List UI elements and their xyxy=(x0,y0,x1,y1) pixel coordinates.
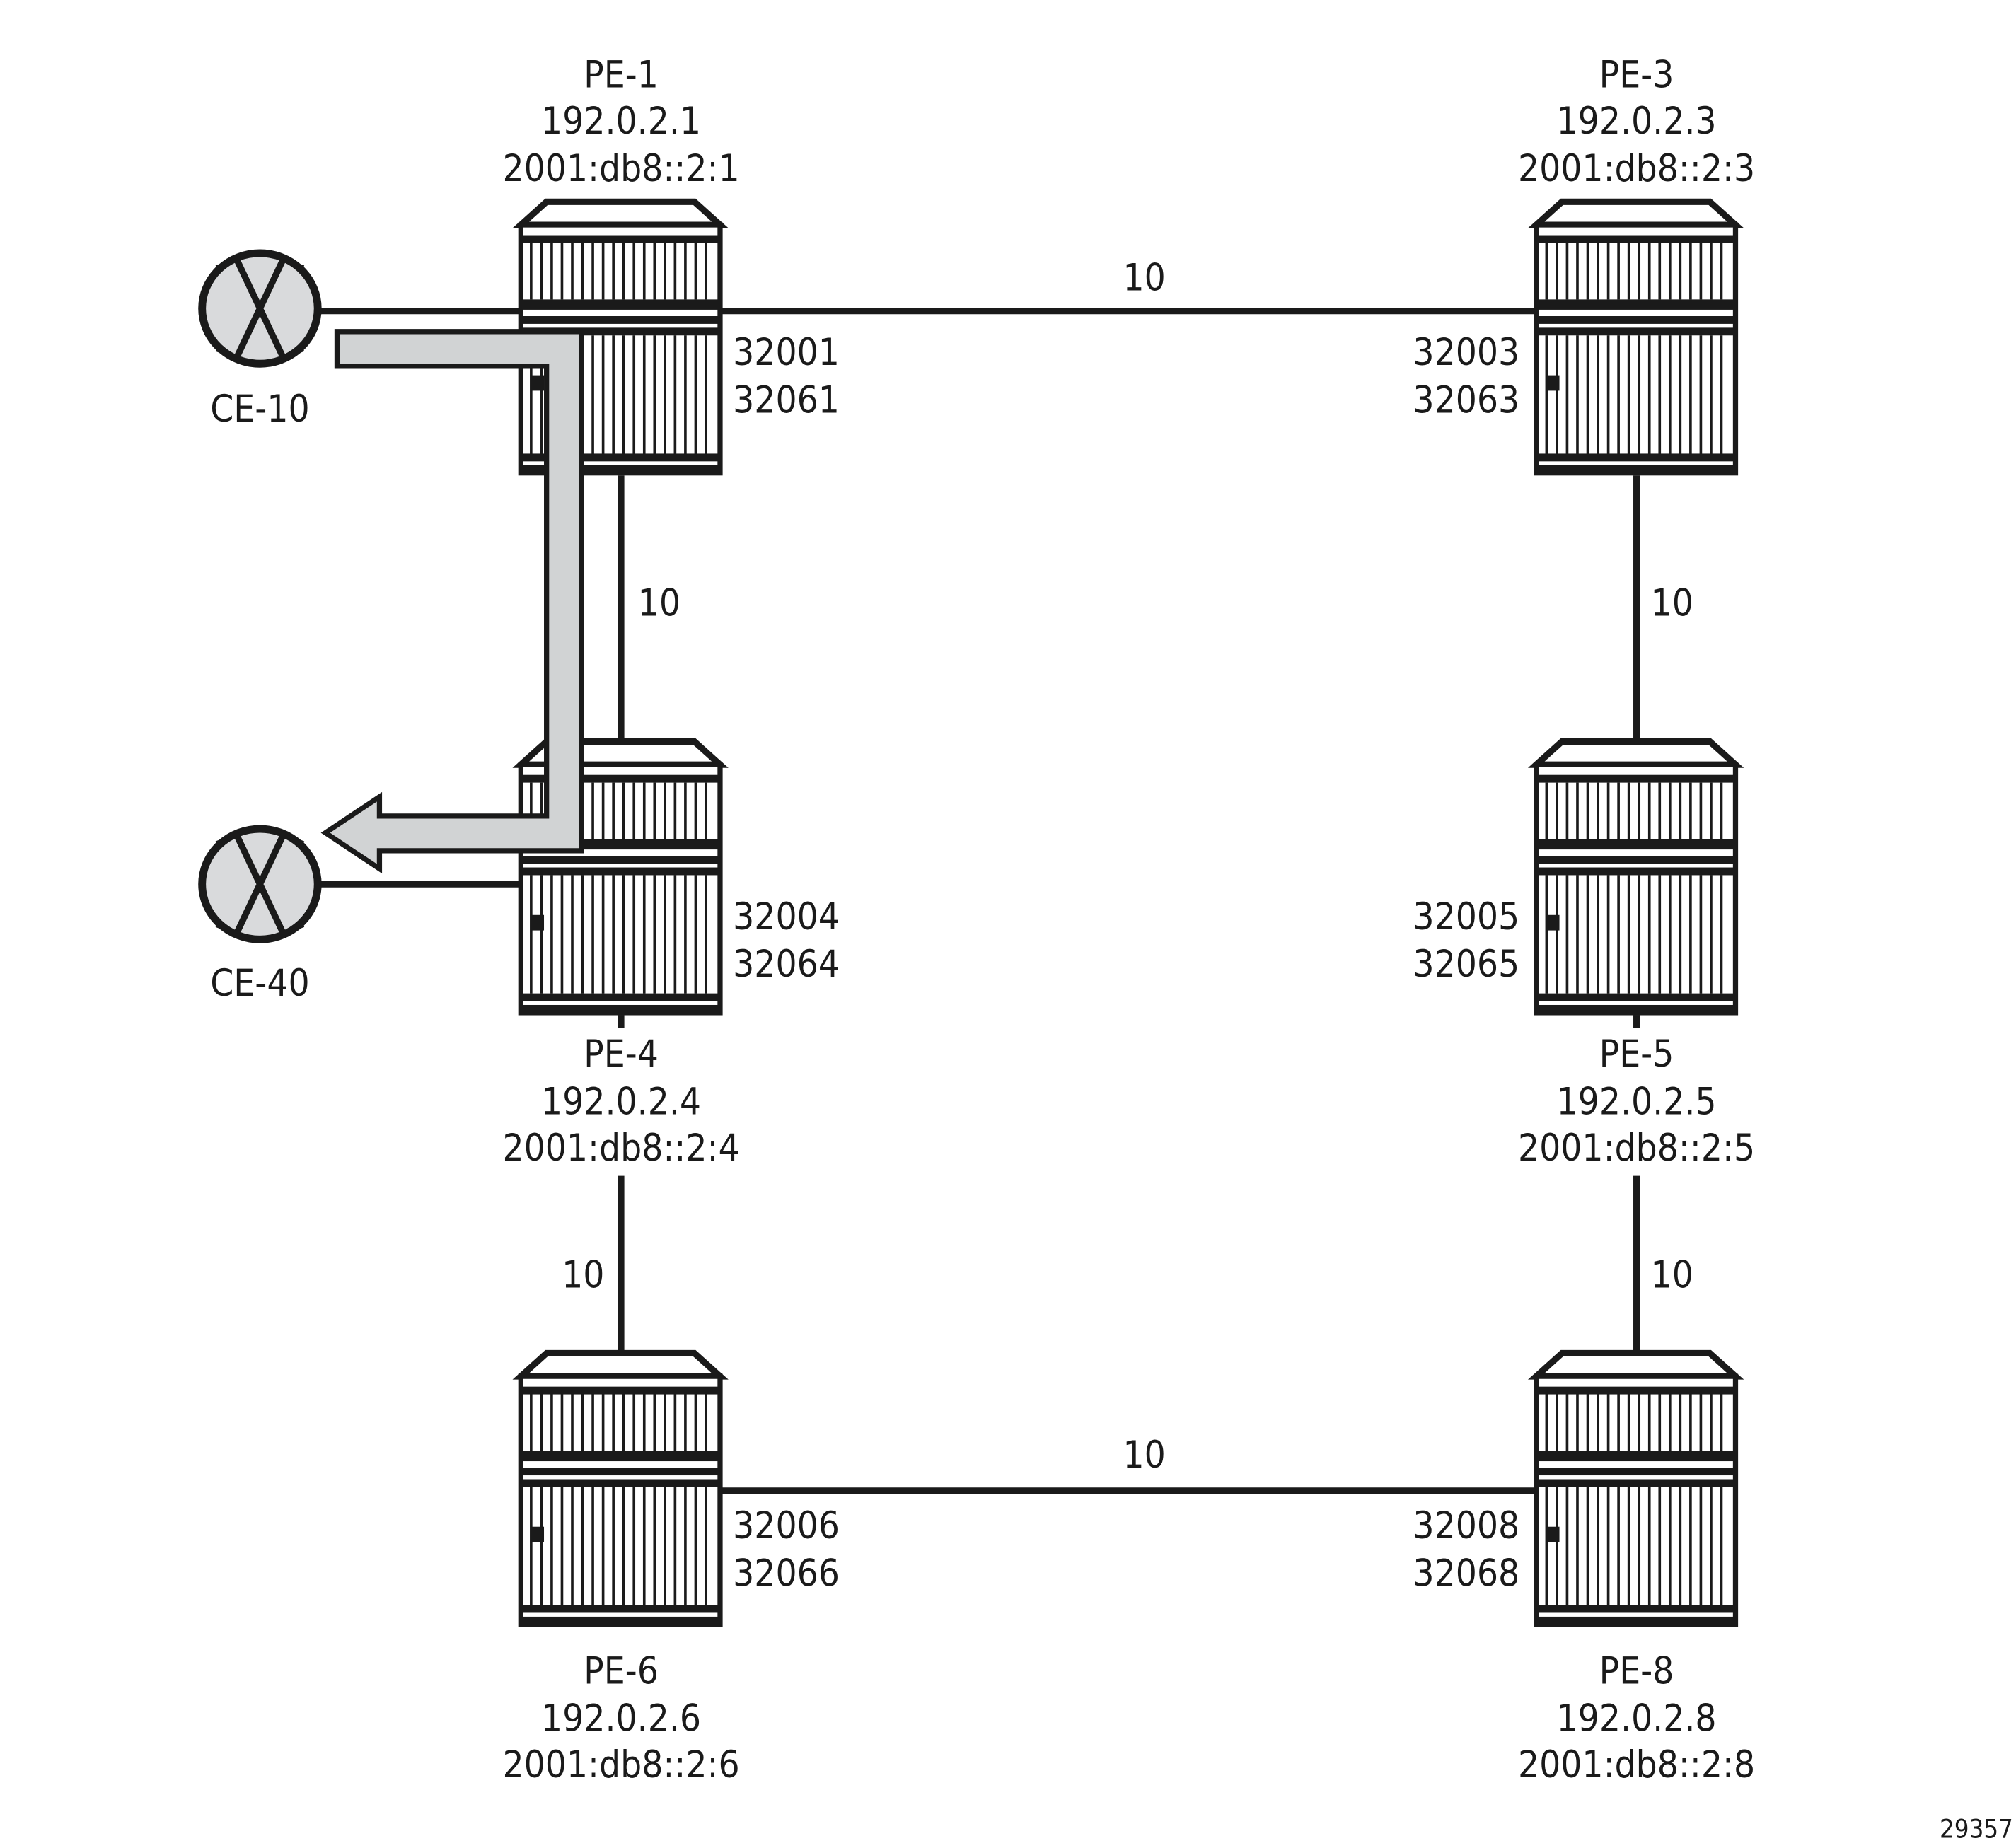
router-pe6[interactable] xyxy=(521,1353,720,1624)
figure-id: 29357 xyxy=(1940,1813,2013,1844)
router-ce10[interactable] xyxy=(202,253,318,364)
router-pe8[interactable] xyxy=(1536,1353,1736,1624)
router-pe5[interactable] xyxy=(1536,741,1736,1012)
metric-pe6-pe8: 10 xyxy=(1123,1434,1165,1477)
pe3-sid1: 32003 xyxy=(1413,331,1519,374)
node-ipv4: 192.0.2.3 xyxy=(1557,100,1717,143)
node-ipv6: 2001:db8::2:4 xyxy=(502,1127,739,1170)
node-ipv4: 192.0.2.4 xyxy=(541,1080,701,1123)
node-ipv6: 2001:db8::2:8 xyxy=(1518,1743,1755,1786)
pe6-sid2: 32066 xyxy=(733,1552,840,1595)
node-name: PE-8 xyxy=(1599,1649,1674,1692)
node-name: PE-5 xyxy=(1599,1033,1674,1076)
metric-pe4-pe6: 10 xyxy=(562,1254,604,1297)
node-ipv6: 2001:db8::2:1 xyxy=(502,147,739,190)
ce40-label: CE-40 xyxy=(210,962,309,1005)
node-ipv6: 2001:db8::2:3 xyxy=(1518,147,1755,190)
node-ipv6: 2001:db8::2:6 xyxy=(502,1743,739,1786)
pe6-sid1: 32006 xyxy=(733,1504,840,1547)
pe5-labels: PE-5 192.0.2.5 2001:db8::2:5 xyxy=(1518,1033,1755,1170)
metric-pe3-pe5: 10 xyxy=(1651,581,1693,624)
node-ipv4: 192.0.2.5 xyxy=(1557,1080,1717,1123)
ce10-label: CE-10 xyxy=(210,388,309,431)
pe5-sid1: 32005 xyxy=(1413,895,1519,938)
node-ipv4: 192.0.2.8 xyxy=(1557,1697,1717,1741)
node-ipv4: 192.0.2.1 xyxy=(541,100,701,143)
pe4-sid1: 32004 xyxy=(733,895,840,938)
pe1-sid1: 32001 xyxy=(733,331,840,374)
metric-pe1-pe4: 10 xyxy=(638,581,680,624)
node-name: PE-1 xyxy=(584,54,659,97)
router-ce40[interactable] xyxy=(202,829,318,939)
node-ipv6: 2001:db8::2:5 xyxy=(1518,1127,1755,1170)
metric-pe1-pe3: 10 xyxy=(1123,257,1165,300)
pe8-sid1: 32008 xyxy=(1413,1504,1519,1547)
pe4-sid2: 32064 xyxy=(733,943,840,986)
pe8-labels: PE-8 192.0.2.8 2001:db8::2:8 xyxy=(1518,1649,1755,1786)
node-name: PE-6 xyxy=(584,1649,659,1692)
traffic-path-arrow xyxy=(320,329,584,874)
pe1-labels: PE-1 192.0.2.1 2001:db8::2:1 xyxy=(502,54,739,191)
pe6-labels: PE-6 192.0.2.6 2001:db8::2:6 xyxy=(502,1649,739,1786)
node-ipv4: 192.0.2.6 xyxy=(541,1697,701,1741)
pe5-sid2: 32065 xyxy=(1413,943,1519,986)
pe3-sid2: 32063 xyxy=(1413,378,1519,422)
node-name: PE-3 xyxy=(1599,54,1674,97)
router-pe3[interactable] xyxy=(1536,202,1736,472)
metric-pe5-pe8: 10 xyxy=(1651,1254,1693,1297)
pe1-sid2: 32061 xyxy=(733,378,840,422)
node-name: PE-4 xyxy=(584,1033,659,1076)
pe3-labels: PE-3 192.0.2.3 2001:db8::2:3 xyxy=(1518,54,1755,191)
pe4-labels: PE-4 192.0.2.4 2001:db8::2:4 xyxy=(502,1033,739,1170)
pe8-sid2: 32068 xyxy=(1413,1552,1519,1595)
